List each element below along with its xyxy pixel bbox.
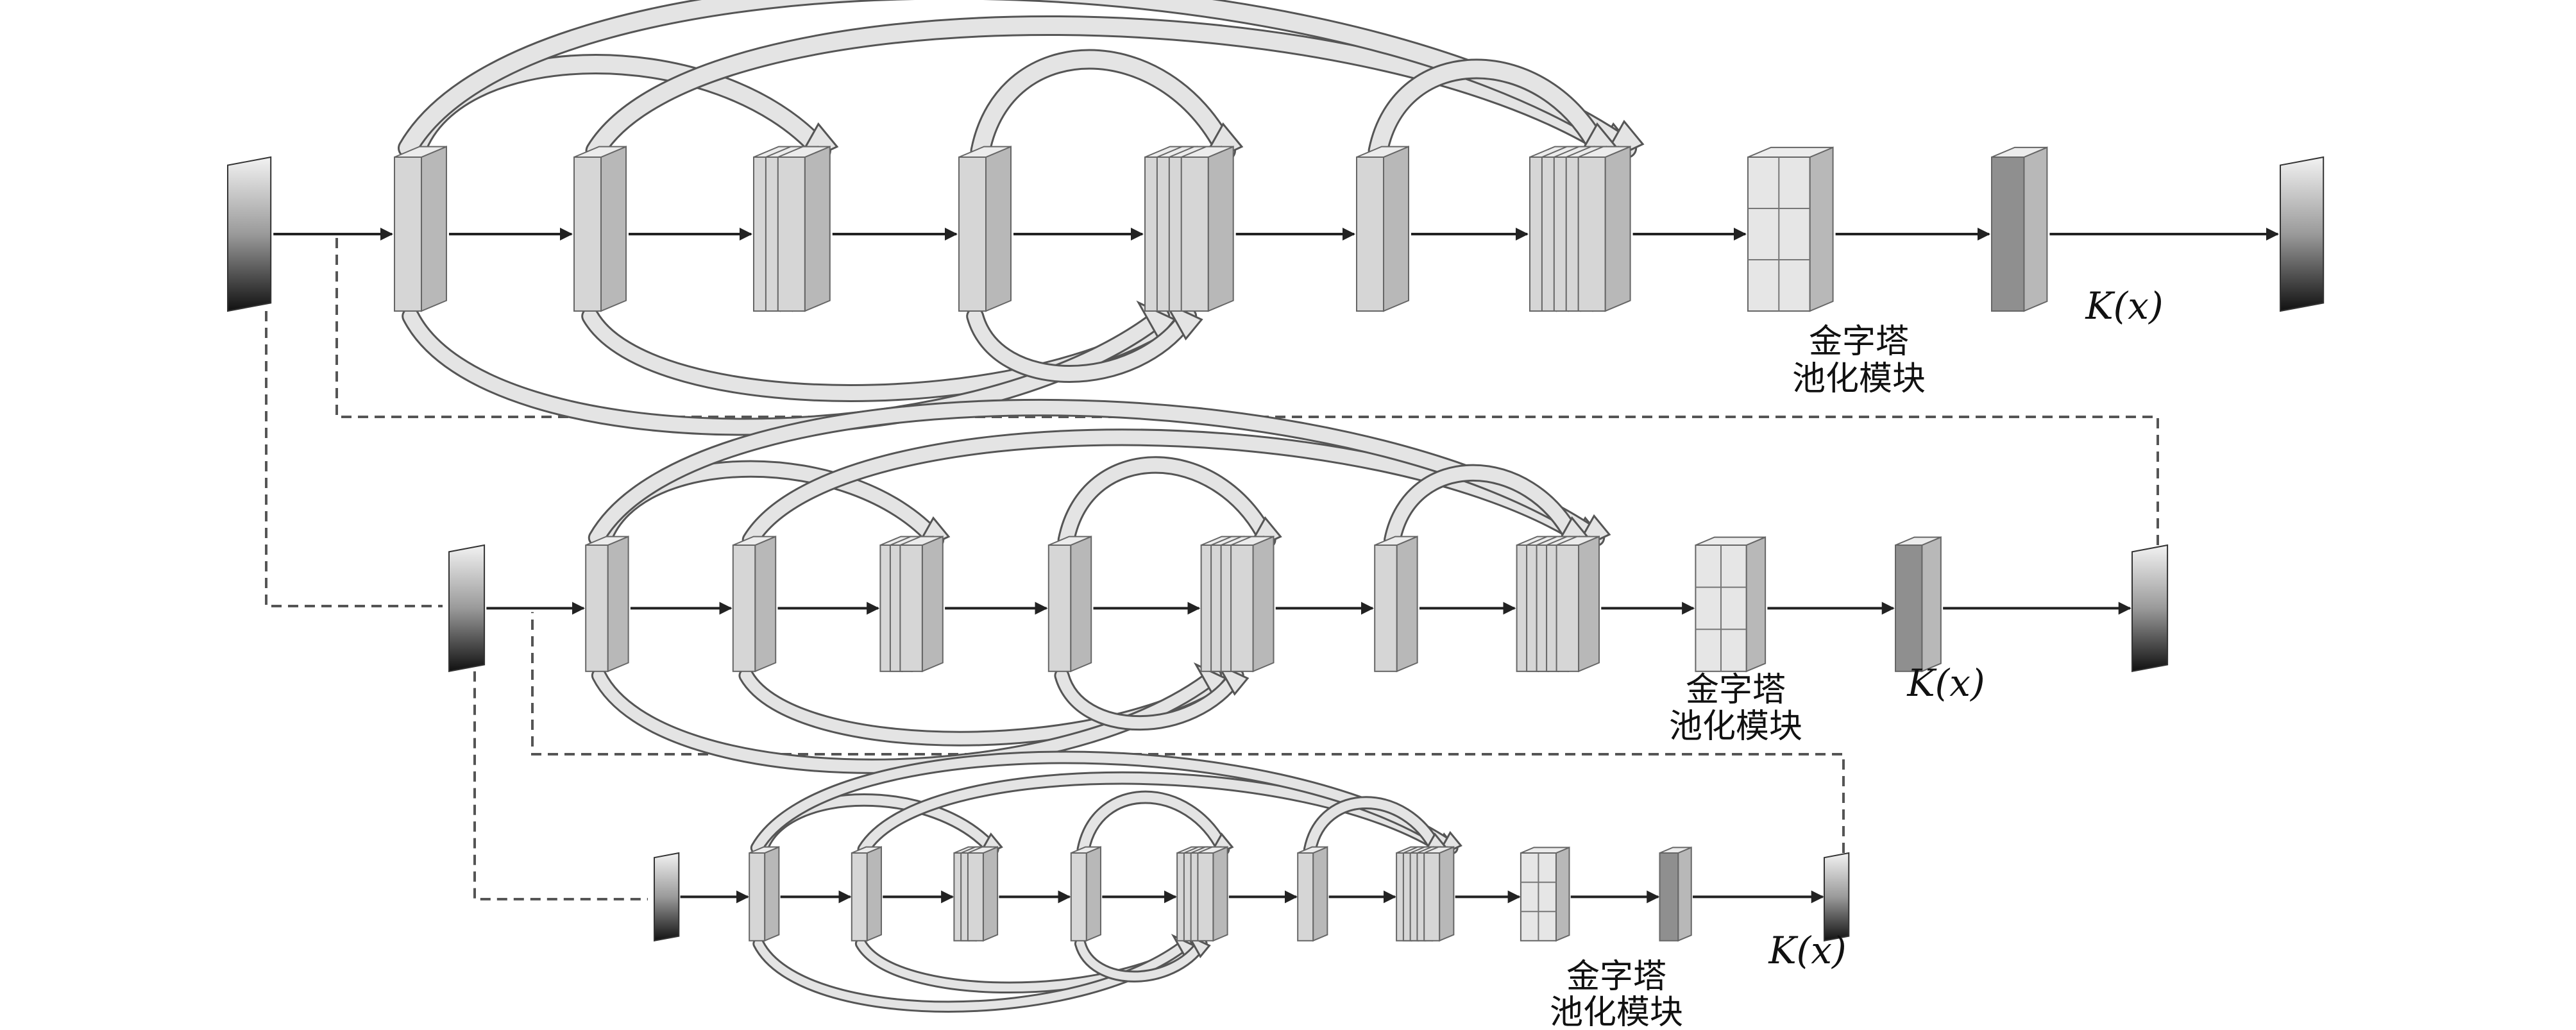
- row-3-node-8-dense-block: [1396, 846, 1455, 942]
- row-1-node-6-dense-block: [1144, 146, 1234, 312]
- row-1-node-2-conv-block: [394, 146, 447, 312]
- row-3-node-7-conv-block: [1297, 846, 1328, 942]
- k-function-label-row1: K(x): [2085, 284, 2163, 328]
- pyramid-pooling-label-row1-line2: 池化模块: [1792, 360, 1926, 398]
- row-1-node-10-k-output-block: [1991, 146, 2048, 312]
- row-1-node-9-pyramid-pooling-block: [1747, 146, 1834, 312]
- row-3-node-11-image: [1824, 852, 1850, 942]
- dashed-downsample-row1-to-row2: [265, 311, 443, 607]
- row-1-node-7-conv-block: [1356, 146, 1409, 312]
- row-3-node-8-dense-block-layer-5: [1423, 846, 1455, 942]
- row-3-node-6-dense-block-layer-4: [1197, 846, 1228, 942]
- row-3-node-6-dense-block: [1176, 846, 1228, 942]
- row-2-node-6-dense-block: [1200, 536, 1275, 673]
- pyramid-pooling-label-row3-line1: 金字塔: [1566, 958, 1666, 996]
- row-1-node-4-dense-block: [753, 146, 831, 312]
- row-1-node-1-image: [227, 156, 272, 312]
- row-1-node-11-image: [2280, 156, 2325, 312]
- row-2-node-5-conv-block: [1047, 536, 1092, 673]
- row-2-node-1-image: [448, 544, 486, 673]
- row-1-node-8-dense-block: [1529, 146, 1631, 312]
- row-2-node-3-conv-block: [732, 536, 777, 673]
- row-2-node-7-conv-block: [1374, 536, 1418, 673]
- pyramid-pooling-label-row2-line2: 池化模块: [1669, 707, 1802, 746]
- row-3-node-10-k-output-block: [1659, 846, 1692, 942]
- row-3-node-1-image: [654, 852, 680, 942]
- row-3-node-5-conv-block: [1070, 846, 1101, 942]
- row-1-node-5-conv-block: [958, 146, 1012, 312]
- dashed-downsample-row2-to-row3: [473, 671, 648, 900]
- row-3-node-9-pyramid-pooling-block-body: [1520, 846, 1570, 942]
- pyramid-rows: [227, 0, 2325, 1013]
- row-3-node-9-pyramid-pooling-block: [1520, 846, 1570, 942]
- row-2-node-10-k-output-block: [1895, 536, 1942, 673]
- row-1-node-8-dense-block-layer-5: [1577, 146, 1631, 312]
- row-2-node-4-dense-block-layer-3: [899, 536, 944, 673]
- row-3: [654, 750, 1850, 1013]
- row-1-node-4-dense-block-layer-3: [777, 146, 831, 312]
- row-1-node-6-dense-block-layer-4: [1180, 146, 1234, 312]
- pyramid-pooling-label-row3-line2: 池化模块: [1550, 993, 1683, 1030]
- row-2-node-9-pyramid-pooling-block-body: [1695, 536, 1767, 673]
- row-2: [448, 399, 2169, 774]
- row-3-node-2-conv-block: [749, 846, 780, 942]
- row-1-node-3-conv-block: [573, 146, 627, 312]
- row-3-node-4-dense-block: [953, 846, 999, 942]
- row-2-node-6-dense-block-layer-4: [1230, 536, 1275, 673]
- dashed-upsample-row3-to-row2: [531, 612, 1845, 853]
- k-function-label-row3: K(x): [1768, 929, 1846, 972]
- row-1: [227, 0, 2325, 436]
- row-2-node-4-dense-block: [879, 536, 944, 673]
- row-2-node-2-conv-block: [585, 536, 629, 673]
- row-3-node-4-dense-block-layer-3: [967, 846, 999, 942]
- pyramid-pooling-label-row1-line1: 金字塔: [1809, 323, 1909, 361]
- row-1-node-9-pyramid-pooling-block-body: [1747, 146, 1834, 312]
- k-function-label-row2: K(x): [1906, 661, 1985, 705]
- row-2-node-9-pyramid-pooling-block: [1695, 536, 1767, 673]
- row-3-node-3-conv-block: [851, 846, 882, 942]
- row-2-node-11-image: [2131, 544, 2169, 673]
- row-2-node-8-dense-block: [1516, 536, 1600, 673]
- row-2-node-8-dense-block-layer-5: [1555, 536, 1600, 673]
- pyramid-pooling-label-row2-line1: 金字塔: [1686, 671, 1786, 709]
